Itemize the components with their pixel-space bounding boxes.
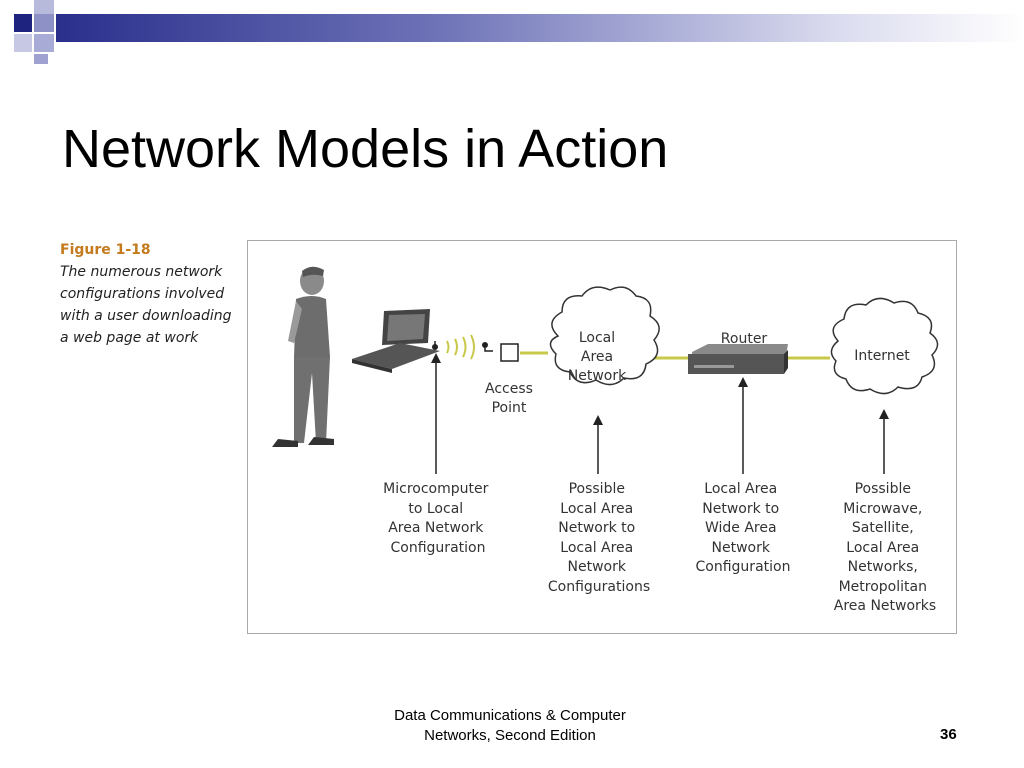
page-number: 36 bbox=[940, 726, 957, 743]
wireless-signal-icon bbox=[446, 334, 475, 360]
annotation-lan: Possible Local Area Network to Local Are… bbox=[548, 481, 650, 595]
corner-square-light bbox=[34, 14, 54, 32]
annotation-internet: Possible Microwave, Satellite, Local Are… bbox=[834, 481, 936, 614]
router-label: Router bbox=[721, 331, 768, 347]
figure-number: Figure 1-18 bbox=[60, 242, 151, 258]
lan-cloud-label: Local bbox=[579, 330, 615, 346]
slide-title: Network Models in Action bbox=[62, 119, 669, 179]
corner-square-light bbox=[34, 54, 48, 64]
corner-square-dark bbox=[14, 14, 32, 32]
access-point-label: Point bbox=[492, 400, 527, 416]
figure-caption: Figure 1-18 The numerous network configu… bbox=[60, 239, 240, 349]
lan-cloud-label: Area bbox=[581, 349, 613, 365]
annotation-micro: Microcomputer to Local Area Network Conf… bbox=[383, 481, 493, 556]
corner-square-light bbox=[34, 34, 54, 52]
access-point-label: Access bbox=[485, 381, 533, 397]
lan-cloud-label: Network bbox=[568, 368, 627, 384]
figure-caption-text: The numerous network configurations invo… bbox=[60, 264, 232, 346]
corner-square-light bbox=[34, 0, 54, 14]
access-point-icon bbox=[500, 343, 519, 362]
internet-cloud-label: Internet bbox=[854, 348, 910, 364]
footer-line: Networks, Second Edition bbox=[424, 727, 596, 744]
laptop-icon bbox=[352, 309, 440, 373]
internet-cloud-icon bbox=[830, 297, 939, 395]
annotation-wan: Local Area Network to Wide Area Network … bbox=[696, 481, 791, 575]
lan-cloud-icon bbox=[549, 286, 660, 386]
corner-square-light bbox=[14, 34, 32, 52]
person-icon bbox=[272, 266, 334, 447]
footer-line: Data Communications & Computer bbox=[394, 707, 626, 724]
router-icon bbox=[688, 344, 788, 374]
footer: Data Communications & Computer Networks,… bbox=[360, 706, 660, 746]
title-bar bbox=[56, 14, 1024, 42]
